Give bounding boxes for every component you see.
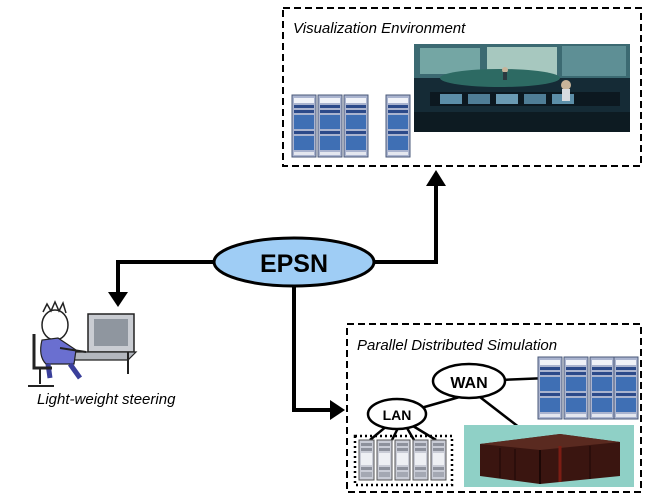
arrow-to-simulation [292,282,330,412]
visualization-environment-title: Visualization Environment [293,20,466,37]
epsn-node: EPSN [212,236,376,288]
person-body-icon [40,337,77,365]
connector-lines [116,186,438,412]
steering-caption: Light-weight steering [37,391,176,408]
arrowhead-up-icon [426,170,446,186]
arrowhead-down-icon [108,292,128,307]
visualization-server-rack [291,94,411,158]
parallel-simulation-title: Parallel Distributed Simulation [357,337,557,354]
server-icon [291,94,317,158]
parallel-simulation-box: Parallel Distributed Simulation WAN LAN [346,323,642,493]
person-head-icon [41,309,69,341]
cluster-node-icon [376,439,393,481]
cluster-node-icon [430,439,447,481]
arrowhead-right-icon [330,400,345,420]
server-icon [613,356,639,420]
lan-node: LAN [366,397,428,431]
arrowheads [108,170,446,420]
server-icon [385,94,411,158]
visualization-room-photo [414,44,630,132]
epsn-label: EPSN [260,250,328,278]
cluster-node-icon [358,439,375,481]
arrow-to-visualization [370,186,438,264]
remote-server-rack [537,356,639,420]
chair-icon [32,334,52,370]
server-icon [343,94,369,158]
visualization-environment-box: Visualization Environment [282,7,642,167]
server-icon [563,356,589,420]
steering-user-illustration [28,300,138,387]
server-icon [589,356,615,420]
cluster-node-icon [412,439,429,481]
lan-cluster [353,434,454,487]
lan-label: LAN [383,407,412,423]
arrow-to-steering [116,260,218,292]
wan-label: WAN [450,375,487,392]
cluster-node-icon [394,439,411,481]
supercomputer-photo [464,425,634,487]
server-icon [317,94,343,158]
server-icon [537,356,563,420]
wan-node: WAN [431,362,507,400]
